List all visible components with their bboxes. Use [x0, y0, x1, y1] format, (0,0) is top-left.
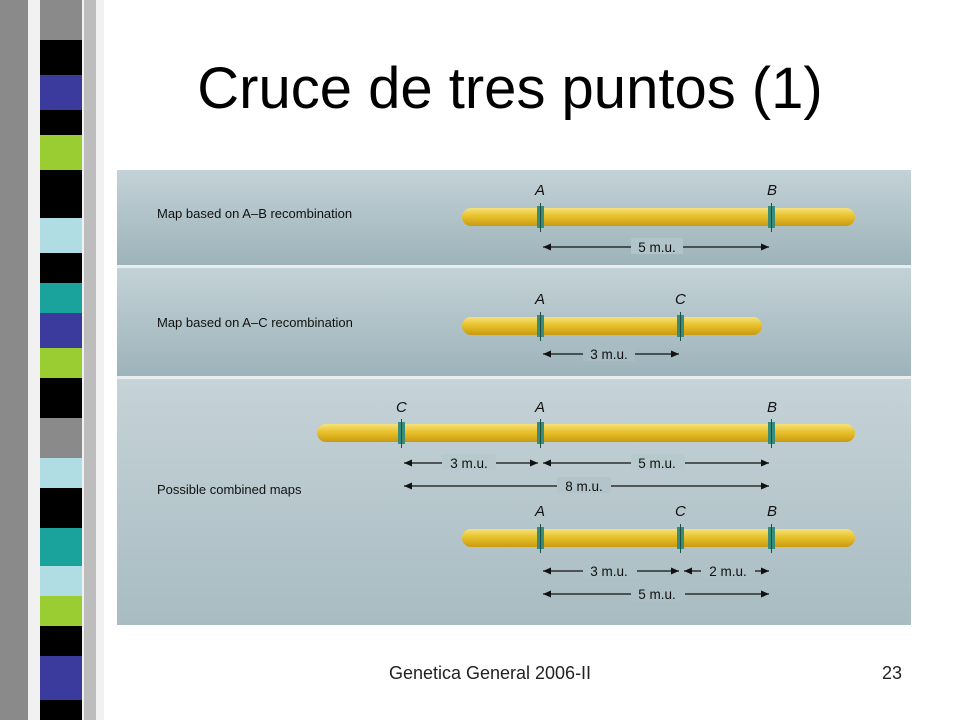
gene-label-b: B: [767, 182, 777, 199]
panel-label-combined: Possible combined maps: [157, 482, 302, 497]
gene-band-a: [537, 312, 544, 341]
distance-label-cb: 2 m.u.: [709, 564, 747, 579]
footer-text: Genetica General 2006-II: [388, 663, 592, 683]
gene-label-a: A: [534, 503, 545, 520]
chromosome-combined-2: [462, 529, 855, 547]
gene-label-c: C: [675, 291, 686, 308]
distance-label-ab: 5 m.u.: [638, 456, 676, 471]
gene-band-c: [677, 312, 684, 341]
distance-label-ca: 3 m.u.: [450, 456, 488, 471]
distance-label-ab: 5 m.u.: [638, 587, 676, 602]
distance-label-ab: 5 m.u.: [638, 240, 676, 255]
distance-label-cb: 8 m.u.: [565, 479, 603, 494]
gene-band-b: [768, 419, 775, 448]
gene-label-b: B: [767, 399, 777, 416]
gene-map-figure: Map based on A–B recombination A B 5 m.u…: [117, 170, 911, 625]
chromosome-ab: [462, 208, 855, 226]
strip-blocks: [0, 0, 96, 720]
gene-label-a: A: [534, 182, 545, 199]
panel-label-ab: Map based on A–B recombination: [157, 206, 352, 221]
gene-band-b: [768, 203, 775, 232]
gene-label-c: C: [396, 399, 407, 416]
panel-bg-combined: [117, 379, 911, 625]
gene-label-a: A: [534, 399, 545, 416]
gene-band-a: [537, 203, 544, 232]
gene-band-c: [398, 419, 405, 448]
gene-band-c: [677, 524, 684, 553]
gene-label-b: B: [767, 503, 777, 520]
slide-title: Cruce de tres puntos (1): [197, 56, 823, 121]
page-number: 23: [881, 663, 902, 683]
chromosome-combined-1: [317, 424, 855, 442]
gene-label-a: A: [534, 291, 545, 308]
gene-label-c: C: [675, 503, 686, 520]
distance-label-ac: 3 m.u.: [590, 564, 628, 579]
decorative-color-strip: [0, 0, 104, 720]
gene-band-a: [537, 419, 544, 448]
gene-band-b: [768, 524, 775, 553]
gene-band-a: [537, 524, 544, 553]
chromosome-ac: [462, 317, 762, 335]
panel-label-ac: Map based on A–C recombination: [157, 315, 353, 330]
distance-label-ac: 3 m.u.: [590, 347, 628, 362]
